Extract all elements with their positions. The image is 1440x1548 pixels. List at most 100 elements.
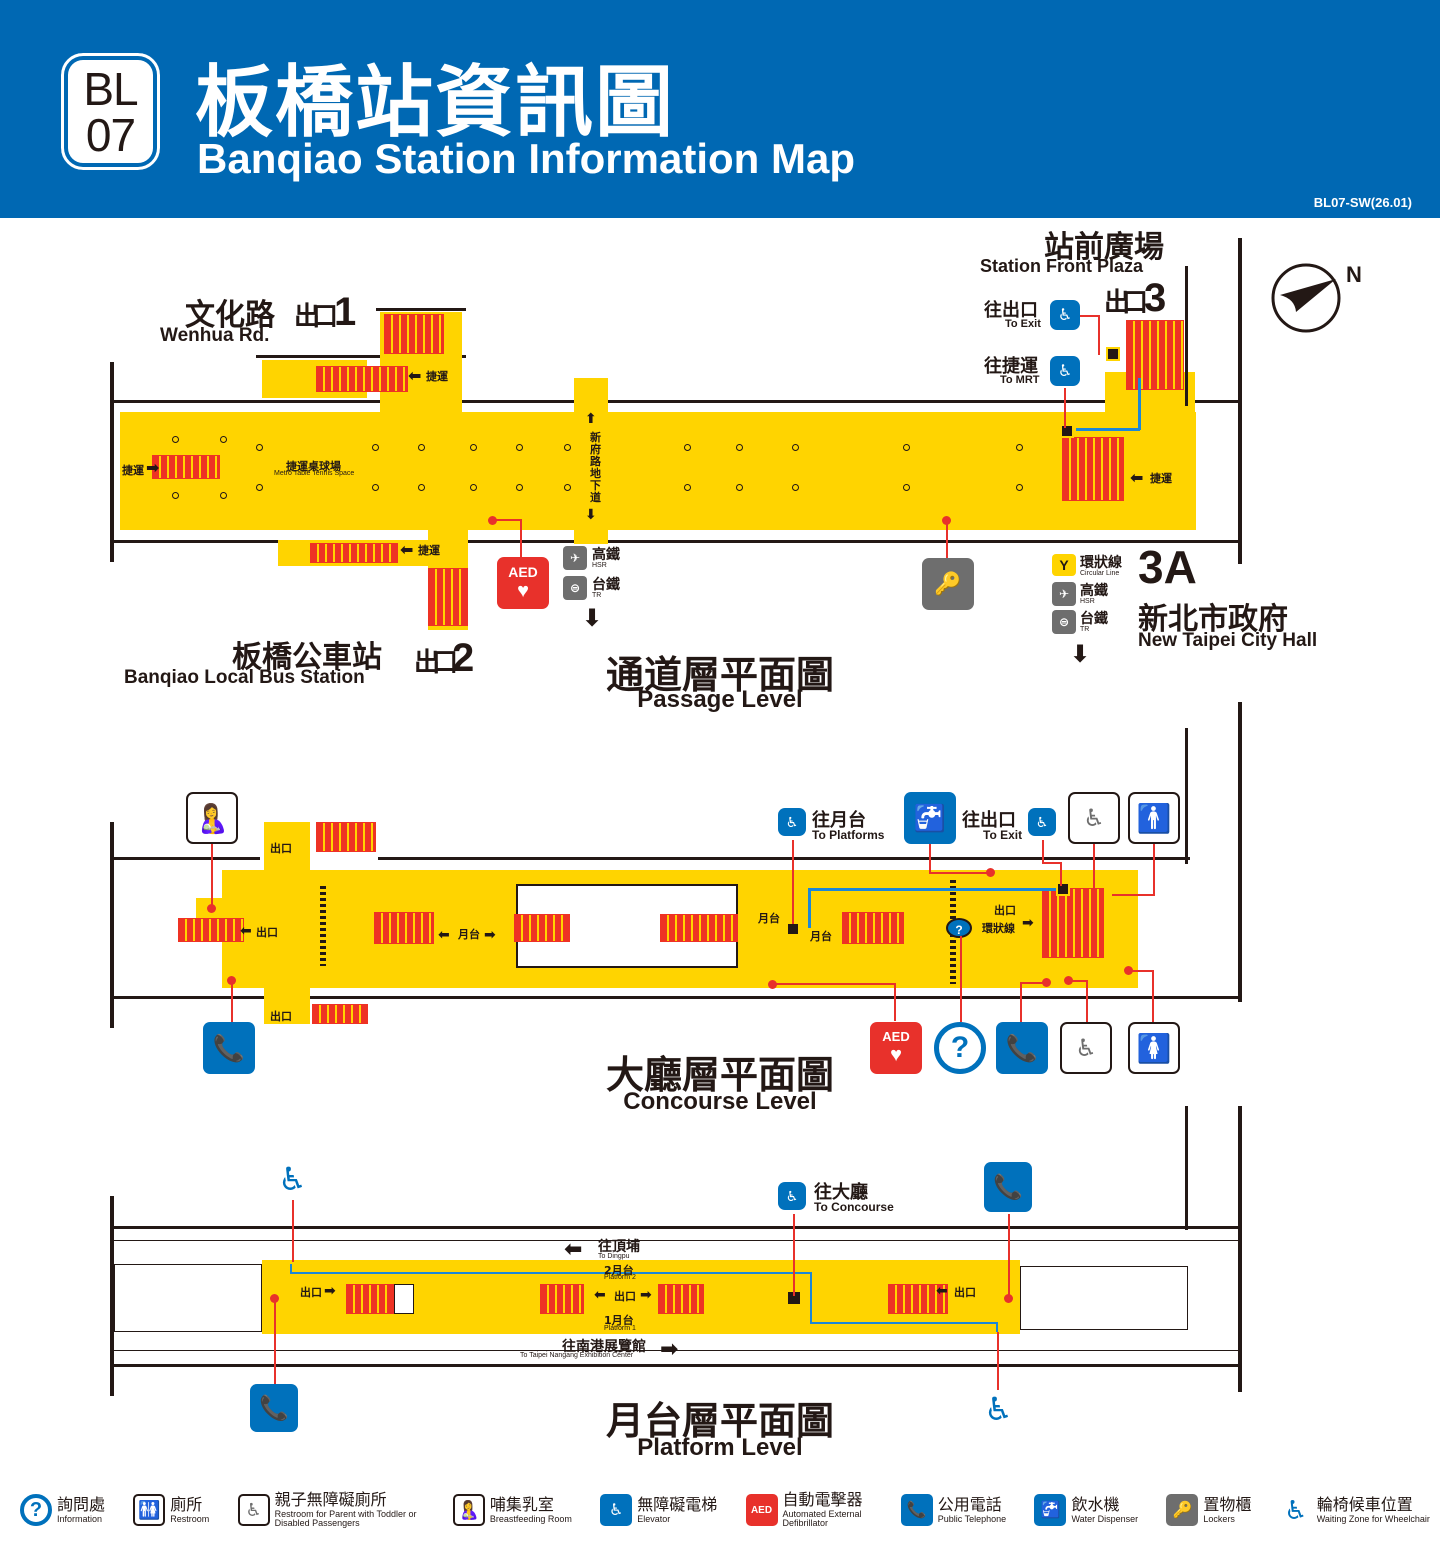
information-point-marker: ?: [946, 918, 972, 938]
page-title-zh: 板橋站資訊圖: [195, 58, 676, 148]
exit2-exit-glyph: 出口: [414, 648, 458, 678]
elevator-icon: ♿: [1050, 300, 1080, 330]
page-title-en: Banqiao Station Information Map: [197, 135, 855, 182]
breastfeeding-icon: 🤱: [452, 1494, 485, 1526]
passage-level-title-zh: 通道層平面圖: [605, 653, 834, 697]
escalator-platforms-1: [374, 912, 434, 944]
elevator-icon: ♿: [1050, 356, 1080, 386]
exit2-number: 2: [452, 636, 475, 680]
table-tennis-label-en: Metro Table Tennis Space: [274, 470, 355, 477]
east-equipment-rooms: [1020, 1266, 1188, 1330]
arrow-left-icon: ⬅: [564, 1236, 583, 1261]
water-dispenser-icon: 🚰: [1034, 1494, 1067, 1526]
elevator-marker-concourse-exit: [1056, 882, 1070, 896]
badge-line-code: BL: [83, 62, 138, 115]
restroom-icon: 🚻: [133, 1494, 166, 1526]
exit3-exit-glyph: 出口: [1104, 288, 1148, 318]
underpass-arrow-down: ⬇: [585, 506, 597, 522]
elevator-to-mrt-label: 往捷運: [984, 356, 1038, 377]
breastfeeding-icon: 🤱: [186, 792, 238, 844]
aed-icon: AED: [745, 1494, 778, 1526]
escalator-west-mrt: [152, 455, 220, 479]
mens-restroom-icon: 🚹: [1128, 792, 1180, 844]
to-nangang-label: 往南港展覽館: [562, 1339, 646, 1355]
escalator-exit1-upper: [384, 314, 444, 354]
exit3-number: 3: [1144, 276, 1167, 320]
concourse-level-title-zh: 大廳層平面圖: [605, 1053, 834, 1097]
information-icon: ?: [934, 1022, 986, 1074]
family-restroom-icon: ♿: [1068, 792, 1120, 844]
platform-level-title-en: Platform Level: [637, 1434, 803, 1461]
tr-icon: ⊜: [1052, 610, 1076, 634]
concourse-level-title-en: Concourse Level: [623, 1088, 817, 1115]
escalator-platform-2: [540, 1284, 584, 1314]
escalator-platform-1: [346, 1284, 394, 1314]
aed-icon: AED♥: [497, 557, 549, 609]
escalator-exit-north: [316, 822, 376, 852]
to-dingpu-label: 往頂埔: [598, 1239, 640, 1255]
escalator-exit2-horizontal: [310, 543, 398, 563]
underpass-label: 新府路地下道: [590, 431, 601, 504]
elevator-to-concourse-label: 往大廳: [814, 1182, 868, 1203]
exit1-name-en: Wenhua Rd.: [160, 325, 270, 346]
family-restroom-icon: ♿: [237, 1494, 270, 1526]
escalator-exit-west: [178, 918, 244, 942]
compass-icon: [1270, 262, 1342, 334]
wheelchair-icon: ♿: [278, 1161, 307, 1197]
exit2-name-zh: 板橋公車站: [232, 640, 382, 675]
platform2-label: 2月台: [604, 1264, 634, 1277]
elevator-icon: ♿: [600, 1494, 633, 1526]
arrow-down-icon: ⬇: [582, 605, 603, 632]
passage-floor-area: [120, 412, 1196, 530]
table-tennis-label: 捷運桌球場: [286, 460, 341, 473]
elevator-icon: ♿: [778, 808, 806, 836]
exit3-name-en: Station Front Plaza: [980, 256, 1144, 276]
exit1-exit-glyph: 出口: [294, 302, 338, 332]
hsr-icon: ✈: [563, 546, 587, 570]
badge-line-number: 07: [85, 108, 136, 161]
exit1-number: 1: [334, 290, 357, 334]
elevator-marker-exit3: [1106, 347, 1120, 361]
telephone-icon: 📞: [984, 1162, 1032, 1212]
platform1-label: 1月台: [604, 1314, 634, 1327]
exit3-name-zh: 站前廣場: [1044, 230, 1164, 265]
station-code-badge: BL 07: [57, 49, 164, 174]
telephone-icon: 📞: [250, 1384, 298, 1432]
elevator-to-platforms-label: 往月台: [812, 810, 866, 831]
mrt-label-exit1: 捷運: [426, 370, 448, 383]
escalator-exit-south: [312, 1004, 368, 1024]
escalator-east-mrt: [1062, 437, 1124, 501]
aed-icon: AED♥: [870, 1022, 922, 1074]
tr-icon: ⊜: [563, 576, 587, 600]
mrt-label-west: 捷運: [122, 464, 144, 477]
escalator-exit1-lower: [316, 366, 408, 392]
elevator-icon: ♿: [1028, 808, 1056, 836]
exit3a-name-en: New Taipei City Hall: [1138, 630, 1318, 651]
elevator-icon: ♿: [778, 1182, 806, 1210]
passage-level-title-en: Passage Level: [637, 686, 803, 713]
map-code: BL07-SW(26.01): [1313, 195, 1412, 210]
arrow-down-icon: ⬇: [1070, 641, 1091, 668]
escalator-platforms-3: [660, 914, 738, 942]
family-restroom-icon: ♿: [1060, 1022, 1112, 1074]
exit1-name-zh: 文化路: [185, 298, 275, 333]
circular-line-label: 環狀線: [1080, 555, 1122, 571]
water-dispenser-icon: 🚰: [904, 792, 956, 844]
underpass-arrow-up: ⬆: [585, 410, 597, 426]
elevator-marker-concourse-platform: [786, 922, 800, 936]
womens-restroom-icon: 🚺: [1128, 1022, 1180, 1074]
exit3a-number: 3A: [1138, 541, 1197, 593]
wheelchair-icon: ♿: [1284, 1494, 1308, 1525]
elevator-to-exit-label: 往出口: [984, 300, 1038, 321]
header-banner: [0, 0, 1440, 218]
elevator-marker-passage: [1060, 424, 1074, 438]
information-icon: ?: [20, 1494, 52, 1526]
